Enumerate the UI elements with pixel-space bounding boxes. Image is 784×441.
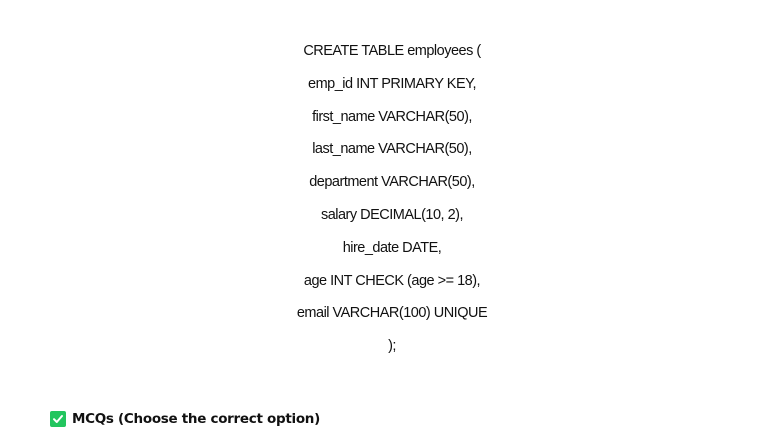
mcq-section-heading: MCQs (Choose the correct option) [50,411,320,427]
mcq-section-label: MCQs (Choose the correct option) [72,411,320,427]
code-line: salary DECIMAL(10, 2), [320,206,464,223]
check-mark-button-icon [50,411,66,427]
code-line: email VARCHAR(100) UNIQUE [296,305,488,322]
sql-create-table-code: CREATE TABLE employees ( emp_id INT PRIM… [0,44,784,372]
code-line: ); [388,338,396,355]
code-line: hire_date DATE, [342,239,442,256]
code-line: emp_id INT PRIMARY KEY, [308,75,476,92]
code-line: first_name VARCHAR(50), [312,108,472,125]
code-line: department VARCHAR(50), [309,174,475,191]
code-line: age INT CHECK (age >= 18), [303,272,481,289]
code-line: CREATE TABLE employees ( [303,43,481,59]
code-line: last_name VARCHAR(50), [312,141,472,158]
